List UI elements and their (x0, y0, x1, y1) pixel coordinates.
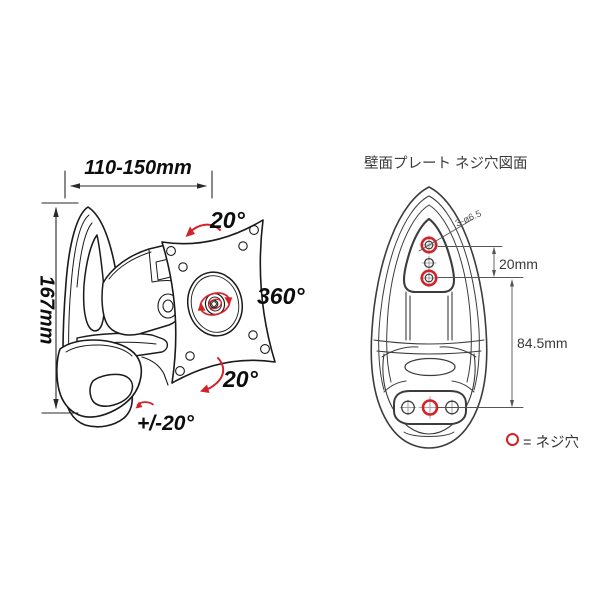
tilt-arrow-top (185, 223, 221, 237)
screw-hole-legend-label: = ネジ穴 (523, 435, 579, 451)
arm-side-view-drawing (41, 170, 276, 428)
swivel-arrow (135, 401, 154, 409)
hole-bottom-red (420, 269, 438, 287)
plate-diagram-title: 壁面プレート ネジ穴図面 (364, 156, 528, 172)
hole-middle (423, 257, 435, 269)
arm-lower-bracket (56, 332, 169, 418)
rotation-label: 360° (257, 283, 305, 309)
hole-base-center-red (421, 399, 439, 416)
vesa-holes (166, 225, 270, 376)
swivel-label: +/-20° (137, 412, 194, 435)
mount-height-label: 84.5mm (517, 335, 568, 351)
hole-top-red (420, 236, 438, 254)
plate-dimensions (418, 218, 524, 408)
screw-hole-legend-icon (506, 433, 519, 446)
hole-base-left (401, 400, 415, 415)
hole-pitch-label: 20mm (499, 256, 538, 272)
tilt-bottom-label: 20° (223, 366, 258, 392)
arm-channel (405, 291, 453, 341)
height-dimension (41, 202, 79, 414)
tilt-arrow-bottom (200, 357, 225, 393)
width-range-label: 110-150mm (84, 157, 192, 179)
width-dimension (64, 170, 213, 199)
height-label: 167mm (35, 275, 58, 345)
screw-holes (399, 235, 461, 419)
wall-plate-front-view-drawing (370, 186, 524, 449)
plate-outline (370, 186, 488, 449)
rotation-arrow (197, 292, 233, 316)
tilt-top-label: 20° (210, 207, 245, 233)
